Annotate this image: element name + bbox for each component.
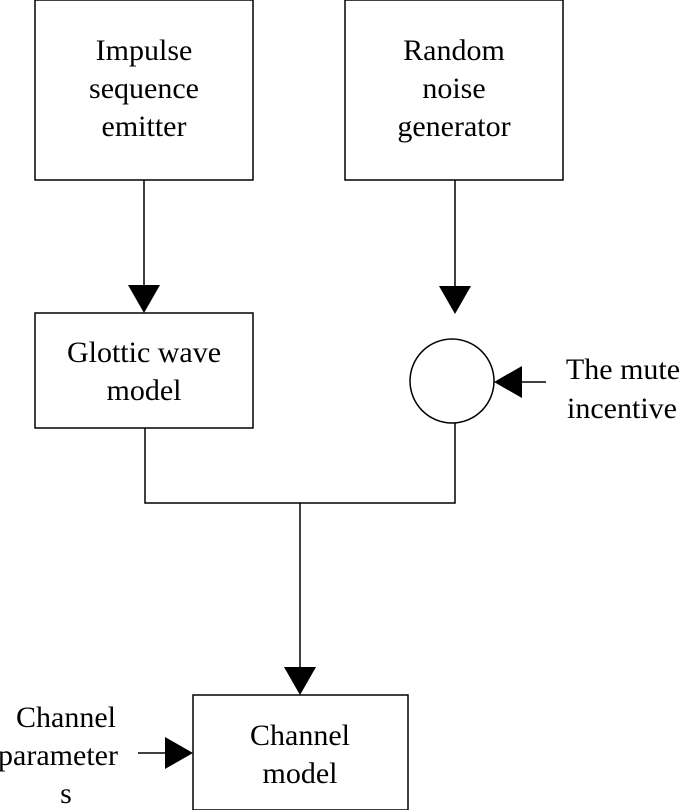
glottic-wave-label-line1: Glottic wave xyxy=(67,336,221,369)
random-noise-generator-box xyxy=(344,0,564,181)
glottic-wave-label-line2: model xyxy=(107,374,182,407)
arrowhead-icon xyxy=(165,737,193,769)
noise-generator-label-line2: noise xyxy=(422,72,485,105)
merge-connector xyxy=(144,423,456,695)
channel-parameters-label-line3: s xyxy=(60,777,72,810)
mute-incentive-label-line1: The mute xyxy=(566,353,680,386)
channel-model-box xyxy=(192,694,409,810)
impulse-sequence-emitter-box xyxy=(34,0,254,181)
connector-line xyxy=(144,423,456,504)
arrow-impulse-to-glottic xyxy=(128,180,160,313)
channel-model-label-line1: Channel xyxy=(250,719,350,752)
glottic-wave-model-node: Glottic wave model xyxy=(34,312,254,429)
mute-incentive-label-line2: incentive xyxy=(567,392,677,425)
impulse-emitter-label-line2: sequence xyxy=(89,72,199,105)
arrowhead-icon xyxy=(494,366,522,398)
glottic-wave-model-box xyxy=(34,312,254,429)
channel-parameters-label-line2: parameter xyxy=(0,739,118,772)
channel-model-node: Channel model xyxy=(192,694,409,810)
channel-parameters-input: Channel parameter s xyxy=(0,701,193,810)
arrowhead-icon xyxy=(439,286,471,314)
impulse-emitter-label-line1: Impulse xyxy=(96,34,193,67)
mute-incentive-input: The mute incentive xyxy=(494,353,680,425)
random-noise-generator-node: Random noise generator xyxy=(344,0,564,181)
arrowhead-icon xyxy=(128,285,160,313)
mute-switch-circle xyxy=(409,338,495,424)
arrow-noise-to-switch xyxy=(439,180,471,314)
channel-model-label-line2: model xyxy=(263,757,338,790)
arrowhead-icon xyxy=(284,667,316,695)
impulse-emitter-label-line3: emitter xyxy=(102,110,187,143)
noise-generator-label-line3: generator xyxy=(397,110,510,143)
noise-generator-label-line1: Random xyxy=(403,34,505,67)
channel-parameters-label-line1: Channel xyxy=(16,701,116,734)
impulse-sequence-emitter-node: Impulse sequence emitter xyxy=(34,0,254,181)
